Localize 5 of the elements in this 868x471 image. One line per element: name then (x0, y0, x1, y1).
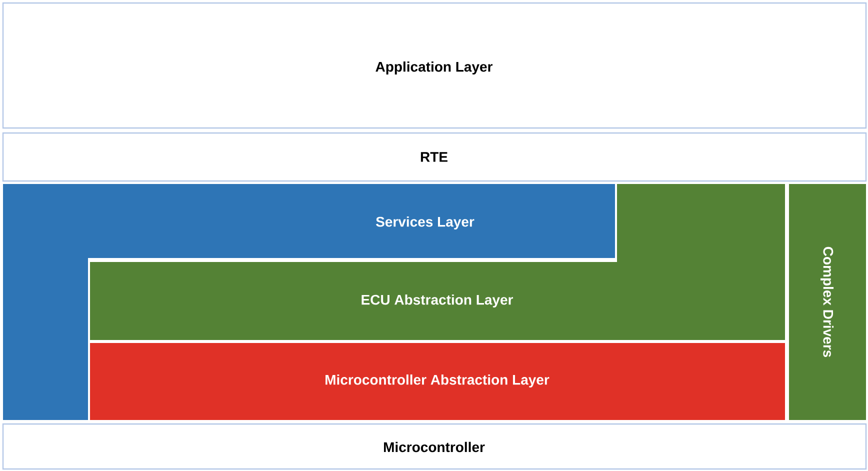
layer-block: Complex Drivers (789, 184, 866, 420)
layer-box: Microcontroller (2, 423, 867, 470)
layer-box: RTE (2, 132, 867, 182)
layer-box: Application Layer (2, 2, 867, 129)
layer-block: Microcontroller Abstraction Layer (90, 342, 785, 420)
